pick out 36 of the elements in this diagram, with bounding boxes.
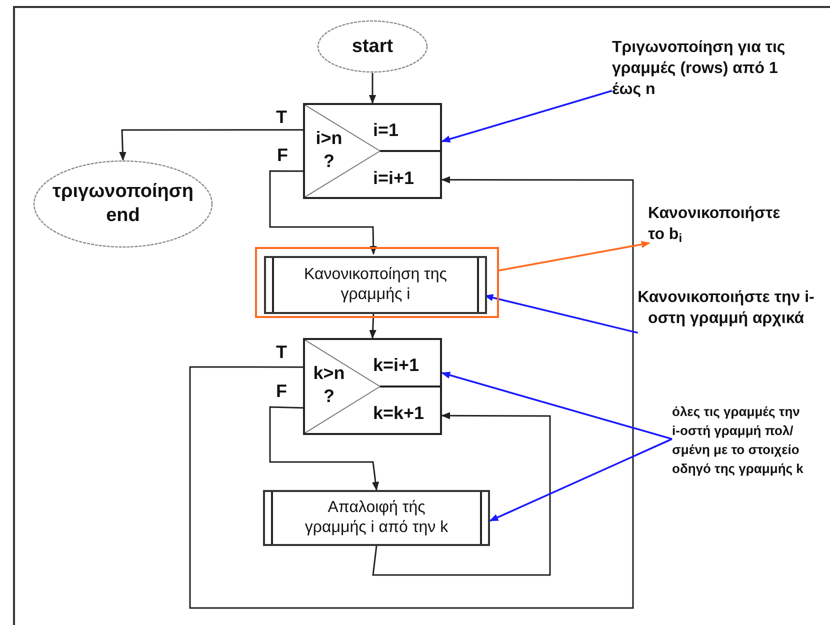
flow-arrow bbox=[269, 406, 380, 491]
annotation-text: Κανονικοποιήστε την i-οστη γραμμή αρχικά bbox=[636, 288, 816, 329]
pointer-arrow bbox=[441, 372, 672, 440]
flow-arrow bbox=[269, 170, 377, 255]
pointer-arrow bbox=[441, 90, 612, 143]
loop-box bbox=[303, 338, 442, 435]
flow-arrow bbox=[119, 129, 303, 161]
annotation-text: Τριγωνοποίηση για τις γραμμές (rows) από 1 έως n bbox=[612, 38, 786, 100]
init-label: k=i+1 bbox=[373, 354, 420, 377]
terminal-label: τριγωνοποίηση end bbox=[52, 180, 194, 228]
edge-label: T bbox=[276, 108, 287, 126]
flow-arrow bbox=[369, 312, 376, 339]
annotation-text: Κανονικοποιήστε το b$_{i}$ bbox=[648, 204, 782, 246]
subprocess-box bbox=[263, 490, 490, 546]
flow-arrow bbox=[368, 73, 376, 104]
condition-label: k>n ? bbox=[312, 362, 346, 408]
increment-label: i=i+1 bbox=[373, 167, 414, 190]
terminal-label: start bbox=[350, 34, 394, 58]
annotation-text: όλες τις γραμμές την i-οστή γραμμή πολ/σμένη με το στοιχείο οδηγό της γραμμής k bbox=[672, 403, 804, 478]
pointer-arrow bbox=[498, 240, 650, 272]
condition-label: i>n ? bbox=[314, 127, 344, 174]
edge-label: T bbox=[276, 343, 287, 361]
highlight-frame bbox=[255, 247, 499, 318]
subprocess-label: Απαλοιφή τής γραμμής i από την k bbox=[304, 498, 450, 538]
loop-box bbox=[303, 103, 442, 199]
terminal-ellipse bbox=[33, 160, 213, 248]
flow-arrow bbox=[189, 176, 634, 609]
increment-label: k=k+1 bbox=[373, 402, 424, 425]
init-label: i=1 bbox=[373, 119, 399, 142]
terminal-ellipse bbox=[317, 20, 428, 73]
edge-label: F bbox=[276, 382, 287, 400]
subprocess-box bbox=[264, 256, 487, 314]
edge-label: F bbox=[277, 146, 288, 164]
pointer-arrow bbox=[489, 438, 672, 522]
flow-arrow bbox=[372, 412, 551, 576]
subprocess-label: Κανονικοποίηση της γραμμής i bbox=[303, 265, 448, 305]
